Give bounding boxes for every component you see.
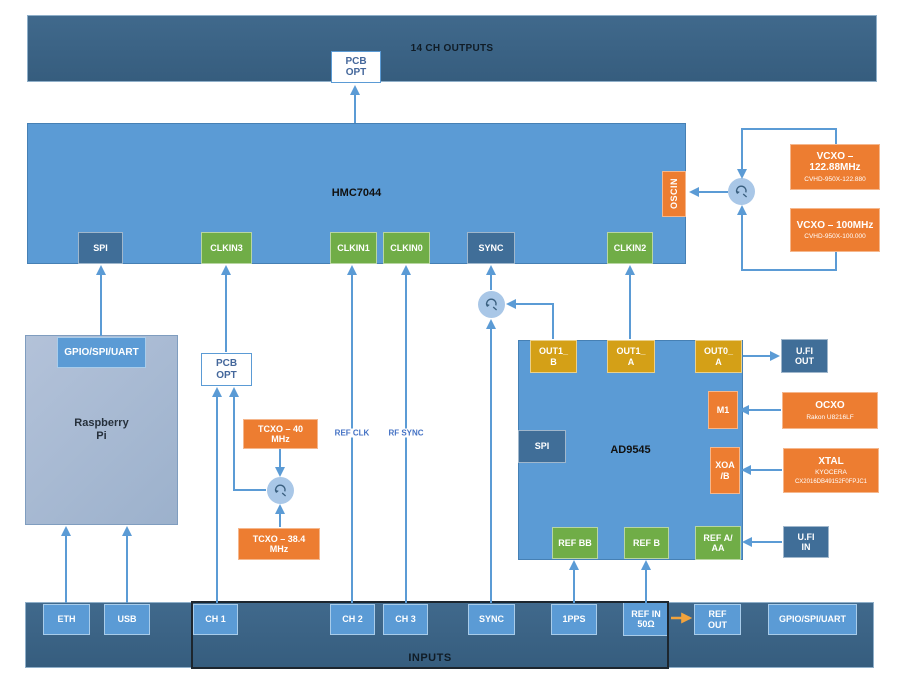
pcb-opt-mid-box: PCB OPT [201,353,252,386]
hmc7044-label: HMC7044 [331,187,382,200]
xtal-title: XTAL [818,455,844,467]
ad9545-port-refb: REF B [624,527,669,559]
sync-switch [478,291,505,318]
input-gpio-spi-uart: GPIO/SPI/UART [768,604,857,635]
vcxo-12288-box: VCXO – 122.88MHz CVHD-950X-122.880 [790,144,880,190]
input-ch3: CH 3 [383,604,428,635]
vcxo-100-part: CVHD-950X-100.000 [804,233,866,241]
raspberry-pi-label: Raspberry Pi [74,417,129,442]
ad9545-port-out1b: OUT1_ B [530,340,577,373]
inputs-outline-box: INPUTS [191,601,669,669]
wire-label-ref-clk: REF CLK [332,428,372,438]
xtal-part: CX2016DB49152F0FPJC1 [794,478,868,485]
tcxo-40-label: TCXO – 40 MHz [257,423,304,444]
ufl-in-box: U.FI IN [783,526,829,558]
ocxo-title: OCXO [815,400,845,412]
raspberry-pi-block: Raspberry Pi [25,335,178,525]
tcxo-40-box: TCXO – 40 MHz [243,419,318,449]
ad9545-port-m1: M1 [708,391,738,429]
pcb-opt-top-label: PCB OPT [345,55,367,79]
switch-icon [485,298,498,311]
inputs-label: INPUTS [408,652,452,664]
wire-out1b-to-switch [506,299,554,339]
input-1pps: 1PPS [551,604,597,635]
hmc7044-port-clkin1: CLKIN1 [330,232,377,264]
tcxo-384-box: TCXO – 38.4 MHz [238,528,320,560]
rpi-port-gpio-spi-uart: GPIO/SPI/UART [57,337,146,368]
xtal-box: XTAL KYOCERA CX2016DB49152F0FPJC1 [783,448,879,493]
pcb-opt-top-box: PCB OPT [331,51,381,83]
input-ch2: CH 2 [330,604,375,635]
input-eth: ETH [43,604,90,635]
vcxo-switch [728,178,755,205]
hmc7044-port-sync: SYNC [467,232,515,264]
ad9545-port-refbb: REF BB [552,527,598,559]
hmc7044-port-clkin3: CLKIN3 [201,232,252,264]
xtal-maker: KYOCERA [815,469,847,477]
ocxo-part: Rakon U8216LF [806,413,854,421]
ad9545-port-refaaa: REF A/ AA [695,526,741,560]
outputs-bar-label: 14 CH OUTPUTS [410,42,494,54]
input-ch1: CH 1 [193,604,238,635]
vcxo-12288-part: CVHD-950X-122.880 [804,175,866,183]
ad9545-label: AD9545 [610,443,651,456]
tcxo-384-label: TCXO – 38.4 MHz [252,533,306,554]
hmc7044-port-clkin2: CLKIN2 [607,232,653,264]
input-sync: SYNC [468,604,515,635]
input-usb: USB [104,604,150,635]
vcxo-100-title: VCXO – 100MHz [796,219,874,231]
ad9545-port-xoab: XOA /B [710,447,740,494]
m1-label: M1 [716,404,730,415]
switch-icon [274,484,287,497]
tcxo-switch [267,477,294,504]
ad9545-port-out1a: OUT1_ A [607,340,655,373]
ufl-out-box: U.FI OUT [781,339,828,373]
hmc7044-port-oscin: OSCIN [662,171,686,217]
vcxo-100-box: VCXO – 100MHz CVHD-950X-100.000 [790,208,880,252]
ad9545-port-spi: SPI [518,430,566,463]
xoab-label: XOA /B [715,460,735,481]
outputs-bar: 14 CH OUTPUTS [27,15,877,82]
ad9545-port-out0a: OUT0_ A [695,340,742,373]
switch-icon [735,185,748,198]
hmc7044-port-clkin0: CLKIN0 [383,232,430,264]
vcxo-12288-title: VCXO – 122.88MHz [809,150,861,174]
hmc7044-port-spi: SPI [78,232,123,264]
oscin-label: OSCIN [668,178,679,210]
ocxo-box: OCXO Rakon U8216LF [782,392,878,429]
wire-label-rf-sync: RF SYNC [386,428,426,438]
output-ref-out: REF OUT [694,604,741,635]
